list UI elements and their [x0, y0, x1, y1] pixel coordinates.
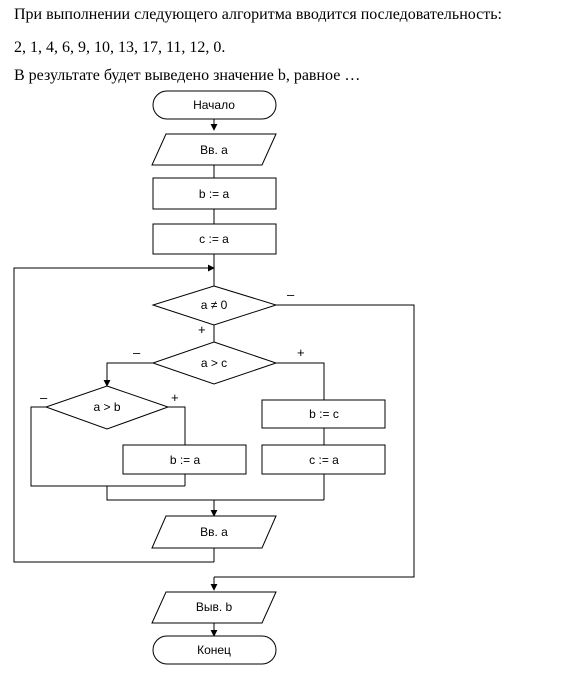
question-line-1: При выполнении следующего алгоритма ввод…: [14, 6, 502, 23]
connectors: [13, 119, 415, 637]
assign-c-a-2-label: c := a: [309, 453, 339, 467]
end-terminator: Конец: [152, 635, 277, 665]
input-a-2-block: Вв. a: [151, 515, 277, 549]
output-b-block: Выв. b: [151, 591, 277, 624]
a-gt-b-diamond: a > b: [44, 385, 170, 430]
start-terminator: Начало: [152, 90, 277, 120]
input-a-2-label: Вв. a: [200, 525, 228, 539]
input-a-label: Вв. a: [200, 143, 228, 157]
line-a-gt-c-minus: [103, 362, 153, 387]
assign-b-a-2-block: b := a: [122, 444, 247, 475]
loop-back-line: [13, 264, 215, 563]
a-gt-b-label: a > b: [93, 400, 120, 414]
start-label: Начало: [193, 98, 235, 112]
a-gt-c-label: a > c: [201, 356, 227, 370]
question-line-3: В результате будет выведено значение b, …: [14, 67, 361, 84]
a-gt-b-minus-sign: –: [40, 390, 48, 405]
end-label: Конец: [197, 643, 231, 657]
loop-minus-sign: –: [287, 287, 295, 302]
question-sequence: 2, 1, 4, 6, 9, 10, 13, 17, 11, 12, 0.: [14, 39, 226, 56]
a-gt-c-plus-sign: +: [297, 345, 305, 360]
assign-b-a-label: b := a: [199, 187, 230, 201]
a-gt-b-plus-sign: +: [171, 390, 179, 405]
line-a-gt-c-plus: [276, 362, 325, 400]
assign-c-a-block: c := a: [152, 223, 277, 255]
loop-condition-diamond: a ≠ 0: [151, 285, 278, 326]
a-gt-c-diamond: a > c: [151, 341, 278, 385]
assign-b-c-label: b := c: [309, 407, 339, 421]
loop-plus-sign: +: [198, 322, 206, 337]
line-a-gt-b-plus: [168, 406, 186, 445]
loop-exit-line: [214, 304, 415, 578]
output-b-label: Выв. b: [196, 600, 233, 614]
assign-b-c-block: b := c: [261, 399, 386, 429]
assign-b-a-block: b := a: [152, 177, 277, 210]
assign-c-a-2-block: c := a: [261, 444, 386, 475]
assign-c-a-label: c := a: [199, 232, 229, 246]
a-gt-c-minus-sign: –: [133, 345, 141, 360]
input-a-block: Вв. a: [151, 133, 277, 166]
line-merge-left: [106, 485, 324, 501]
loop-condition-label: a ≠ 0: [201, 298, 228, 312]
assign-b-a-2-label: b := a: [170, 453, 201, 467]
